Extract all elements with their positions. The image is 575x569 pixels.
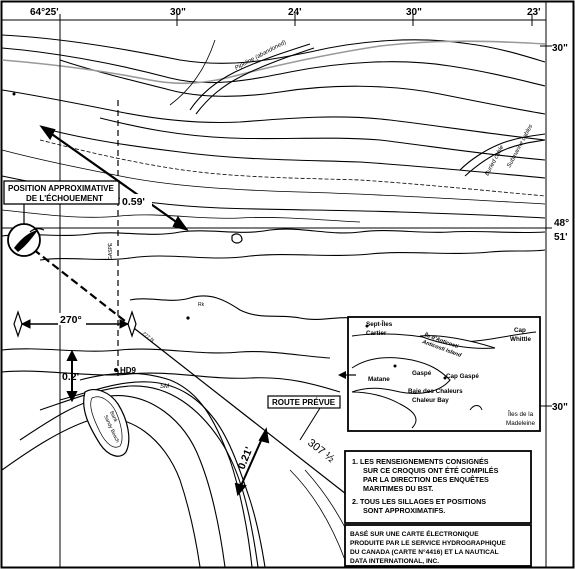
sm-label: SM xyxy=(160,384,169,390)
grounding-marker xyxy=(7,223,45,257)
rock-features xyxy=(12,92,243,372)
position-callout-line1: POSITION APPROXIMATIVE xyxy=(8,184,114,193)
inset-matane: Matane xyxy=(368,376,390,383)
source-line2: PRODUITE PAR LE SERVICE HYDROGRAPHIQUE xyxy=(350,540,506,547)
distance-arrow-long xyxy=(39,125,189,231)
inset-cap-whittle-1: Cap xyxy=(514,327,526,334)
note2-line2: SONT APPROXIMATIFS. xyxy=(363,506,445,515)
distance-arrow-right xyxy=(234,427,270,497)
lon-tick-5: 23' xyxy=(527,7,541,18)
source-line1: BASÉ SUR UNE CARTE ÉLECTRONIQUE xyxy=(350,529,479,538)
notes-box xyxy=(344,450,532,524)
position-callout-line2: DE L'ÉCHOUEMENT xyxy=(26,194,103,203)
bearing-label-bg xyxy=(58,313,86,325)
route-callout-label: ROUTE PRÉVUE xyxy=(272,398,336,407)
bearing-label: 270° xyxy=(60,314,82,326)
inset-gaspe: Gaspé xyxy=(412,370,432,377)
inset-madeleine-1: Îles de la xyxy=(507,409,534,418)
distance-long-bg xyxy=(120,194,152,208)
inset-baie-chaleurs: Baie des Chaleurs xyxy=(408,388,463,395)
shoal-island xyxy=(83,389,130,457)
position-callout xyxy=(3,180,120,224)
meridian-lines xyxy=(2,20,546,567)
hd9-label: HD9 xyxy=(120,366,137,375)
lat-tick-2: 48° xyxy=(554,218,569,229)
source-line4: DATA INTERNATIONAL, INC. xyxy=(350,558,439,565)
distance-arrow-left xyxy=(66,349,78,403)
inset-cap-whittle-2: Whittle xyxy=(510,336,531,343)
note1-line3: PAR LA DIRECTION DES ENQUÊTES xyxy=(363,475,489,484)
inset-madeleine-2: Madeleine xyxy=(506,420,536,427)
inset-sept-iles: Sept-Îles xyxy=(366,319,393,328)
note1-line4: MARITIMES DU BST. xyxy=(363,484,433,493)
planned-route xyxy=(23,241,347,495)
lat-tick-3: 51' xyxy=(554,232,568,243)
lon-tick-4: 30" xyxy=(406,7,422,18)
inset-cartier: Cartier xyxy=(366,330,387,337)
note1-line2: SUR CE CROQUIS ONT ÉTÉ COMPILÉS xyxy=(363,466,499,475)
lat-tick-4: 30" xyxy=(552,402,568,413)
lat-tick-1: 30" xyxy=(552,43,568,54)
rock-label: Rk xyxy=(198,302,205,308)
note1-line1: 1. LES RENSEIGNEMENTS CONSIGNÉS xyxy=(352,457,489,466)
note2-line1: 2. TOUS LES SILLAGES ET POSITIONS xyxy=(352,497,486,506)
source-box xyxy=(344,524,532,567)
inset-map xyxy=(338,316,541,432)
distance-left-label: 0.2' xyxy=(62,371,79,383)
inset-chaleur-bay: Chaleur Bay xyxy=(412,397,449,404)
lon-tick-2: 30" xyxy=(170,7,186,18)
lon-tick-1: 64°25' xyxy=(30,7,59,18)
depth-contours xyxy=(1,209,546,568)
inset-cap-gaspe: Cap Gaspé xyxy=(446,373,479,380)
route-callout xyxy=(267,395,341,441)
gaspe-vertical-label: GASPÉ xyxy=(107,242,114,260)
pipeline-lines xyxy=(169,39,546,177)
lon-tick-3: 24' xyxy=(288,7,302,18)
shoal-label-2: Bank xyxy=(108,410,118,423)
distance-long-label: 0.59' xyxy=(122,196,145,208)
source-line3: DU CANADA (CARTE N°4416) ET LA NAUTICAL xyxy=(350,548,499,556)
